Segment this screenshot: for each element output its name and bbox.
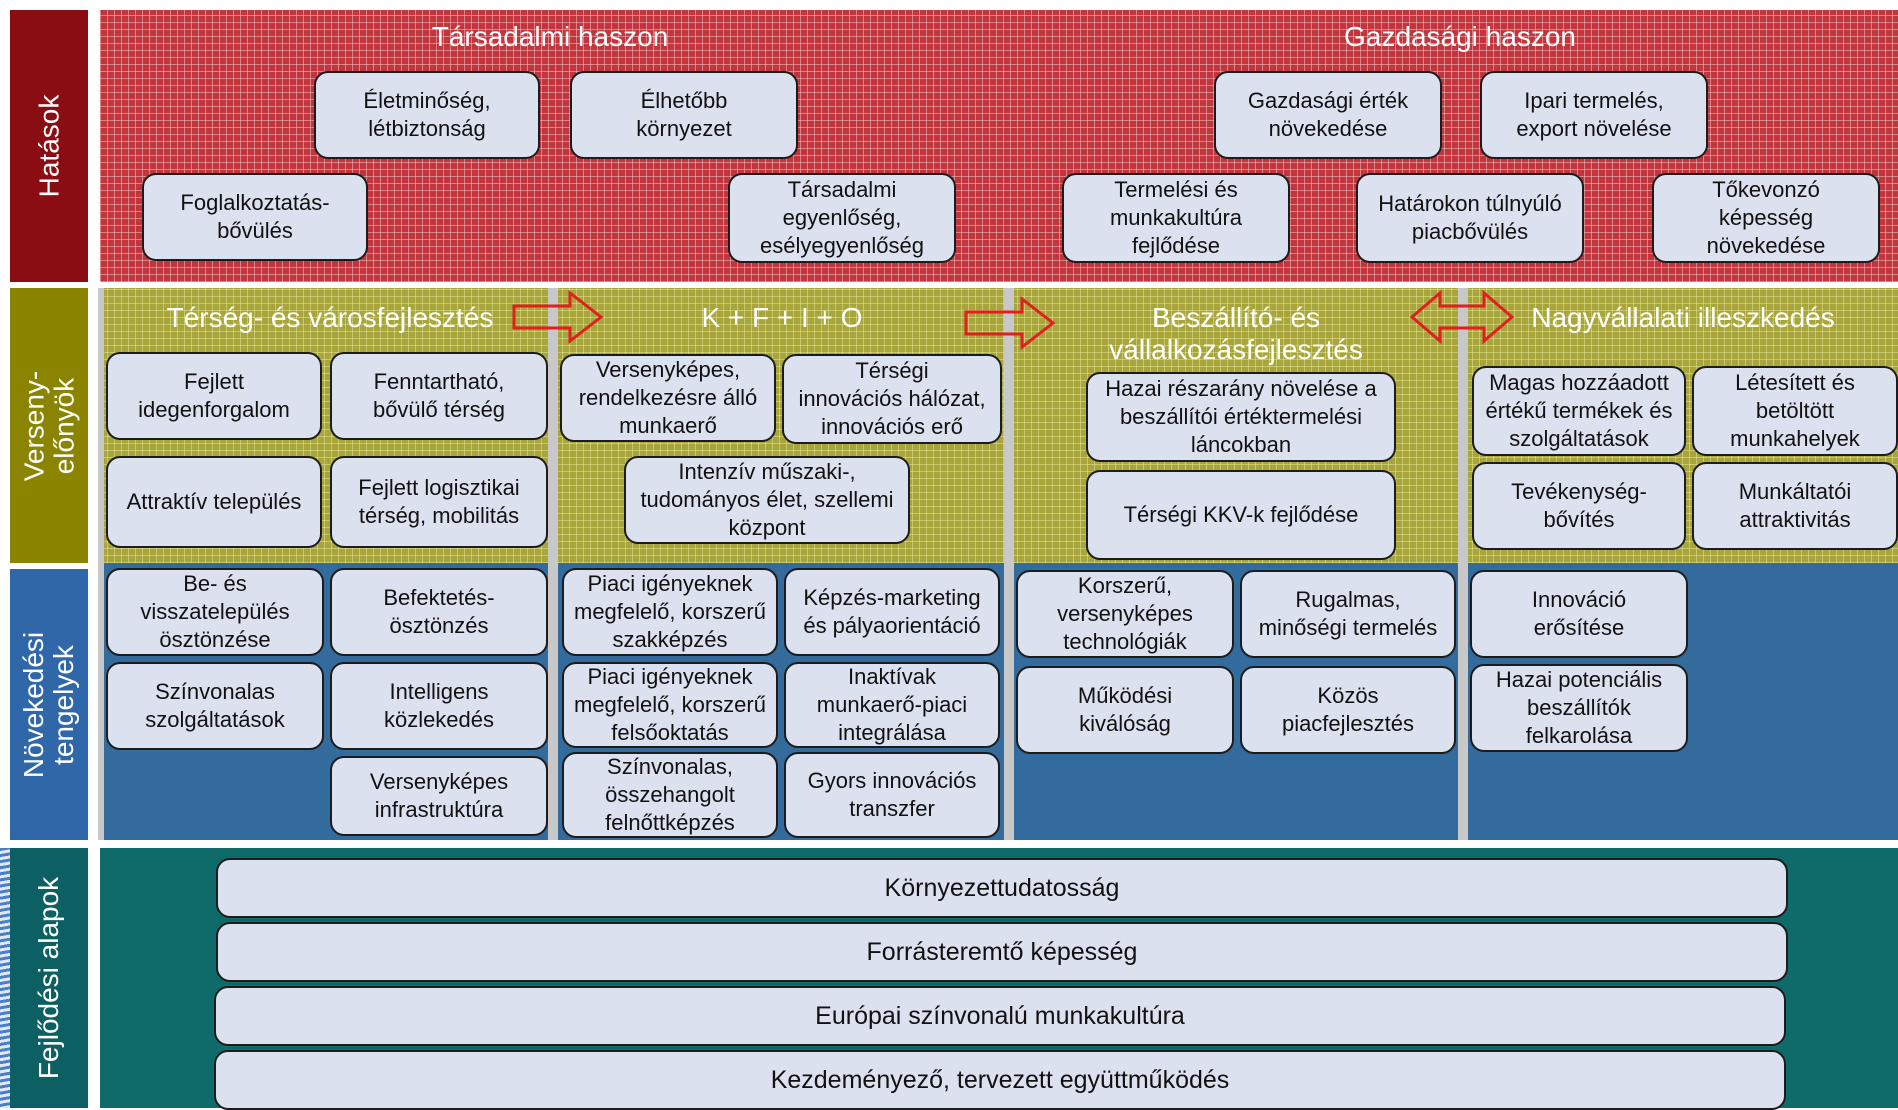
column-divider xyxy=(548,288,558,840)
social-benefit-header: Társadalmi haszon xyxy=(431,21,669,52)
advantage-box: Térségi innovációs hálózat, innovációs e… xyxy=(782,354,1002,444)
growth-box: Be- és visszatelepülés ösztönzése xyxy=(106,568,324,656)
growth-box: Színvonalas, összehangolt felnőttképzés xyxy=(562,752,778,838)
foundation-bar: Környezettudatosság xyxy=(216,858,1788,918)
side-label-foundations-text: Fejlődési alapok xyxy=(33,876,64,1080)
column-header-urban: Térség- és városfejlesztés xyxy=(166,302,494,333)
advantage-box: Térségi KKV-k fejlődése xyxy=(1086,470,1396,560)
advantage-box: Hazai részarány növelése a beszállítói é… xyxy=(1086,372,1396,462)
column-header-corporate: Nagyvállalati illeszkedés xyxy=(1531,302,1835,333)
growth-box: Piaci igényeknek megfelelő, korszerű sza… xyxy=(562,568,778,656)
advantage-box: Tevékenység- bővítés xyxy=(1472,462,1686,550)
advantage-box: Fejlett logisztikai térség, mobilitás xyxy=(330,456,548,548)
advantage-box: Intenzív műszaki-, tudományos élet, szel… xyxy=(624,456,910,544)
growth-box: Színvonalas szolgáltatások xyxy=(106,662,324,750)
growth-box: Működési kiválóság xyxy=(1016,666,1234,754)
foundation-bar: Kezdeményező, tervezett együttműködés xyxy=(214,1050,1786,1110)
growth-box: Inaktívak munkaerő-piaci integrálása xyxy=(784,662,1000,748)
column-header-rdi: K + F + I + O xyxy=(701,302,863,333)
side-label-growth-text: Növekedési tengelyek xyxy=(18,631,79,778)
growth-box: Közös piacfejlesztés xyxy=(1240,666,1456,754)
advantage-box: Attraktív település xyxy=(106,456,322,548)
growth-box: Korszerű, versenyképes technológiák xyxy=(1016,570,1234,658)
column-header-supplier: Beszállító- és vállalkozásfejlesztés xyxy=(1109,302,1363,365)
impact-box: Élhetőbb környezet xyxy=(570,71,798,159)
side-label-advantages-text: Verseny- előnyök xyxy=(18,370,79,481)
decorative-tile xyxy=(0,848,10,1108)
side-label-advantages: Verseny- előnyök xyxy=(10,288,88,563)
growth-box: Hazai potenciális beszállítók felkarolás… xyxy=(1470,664,1688,752)
foundation-bar: Forrásteremtő képesség xyxy=(216,922,1788,982)
arrow-right-icon xyxy=(964,296,1056,350)
advantage-box: Versenyképes, rendelkezésre álló munkaer… xyxy=(560,354,776,442)
impact-box: Tőkevonzó képesség növekedése xyxy=(1652,173,1880,263)
advantage-box: Fejlett idegenforgalom xyxy=(106,352,322,440)
double-arrow-icon xyxy=(1410,290,1514,344)
growth-box: Versenyképes infrastruktúra xyxy=(330,756,548,836)
impact-box: Ipari termelés, export növelése xyxy=(1480,71,1708,159)
foundation-bar: Európai színvonalú munkakultúra xyxy=(214,986,1786,1046)
advantage-box: Munkáltatói attraktivitás xyxy=(1692,462,1898,550)
impact-box: Életminőség, létbiztonság xyxy=(314,71,540,159)
impact-box: Foglalkoztatás- bővülés xyxy=(142,173,368,261)
growth-box: Intelligens közlekedés xyxy=(330,662,548,750)
economic-benefit-header: Gazdasági haszon xyxy=(1344,21,1576,52)
column-divider xyxy=(1004,288,1014,840)
impact-box: Termelési és munkakultúra fejlődése xyxy=(1062,173,1290,263)
title-fragment xyxy=(100,0,1898,10)
growth-box: Képzés-marketing és pályaorientáció xyxy=(784,568,1000,656)
impact-box: Határokon túlnyúló piacbővülés xyxy=(1356,173,1584,263)
growth-box: Befektetés- ösztönzés xyxy=(330,568,548,656)
arrow-right-icon xyxy=(512,290,604,344)
side-label-foundations: Fejlődési alapok xyxy=(10,848,88,1108)
side-label-impacts: Hatások xyxy=(10,10,88,282)
growth-box: Gyors innovációs transzfer xyxy=(784,752,1000,838)
column-divider xyxy=(98,288,104,840)
side-label-impacts-text: Hatások xyxy=(33,94,64,198)
impact-box: Gazdasági érték növekedése xyxy=(1214,71,1442,159)
advantage-box: Magas hozzáadott értékű termékek és szol… xyxy=(1472,366,1686,456)
growth-box: Rugalmas, minőségi termelés xyxy=(1240,570,1456,658)
growth-box: Piaci igényeknek megfelelő, korszerű fel… xyxy=(562,662,778,748)
side-label-growth: Növekedési tengelyek xyxy=(10,569,88,840)
growth-box: Innováció erősítése xyxy=(1470,570,1688,658)
advantage-box: Létesített és betöltött munkahelyek xyxy=(1692,366,1898,456)
advantage-box: Fenntartható, bővülő térség xyxy=(330,352,548,440)
column-divider xyxy=(1458,288,1468,840)
impact-box: Társadalmi egyenlőség, esélyegyenlőség xyxy=(728,173,956,263)
